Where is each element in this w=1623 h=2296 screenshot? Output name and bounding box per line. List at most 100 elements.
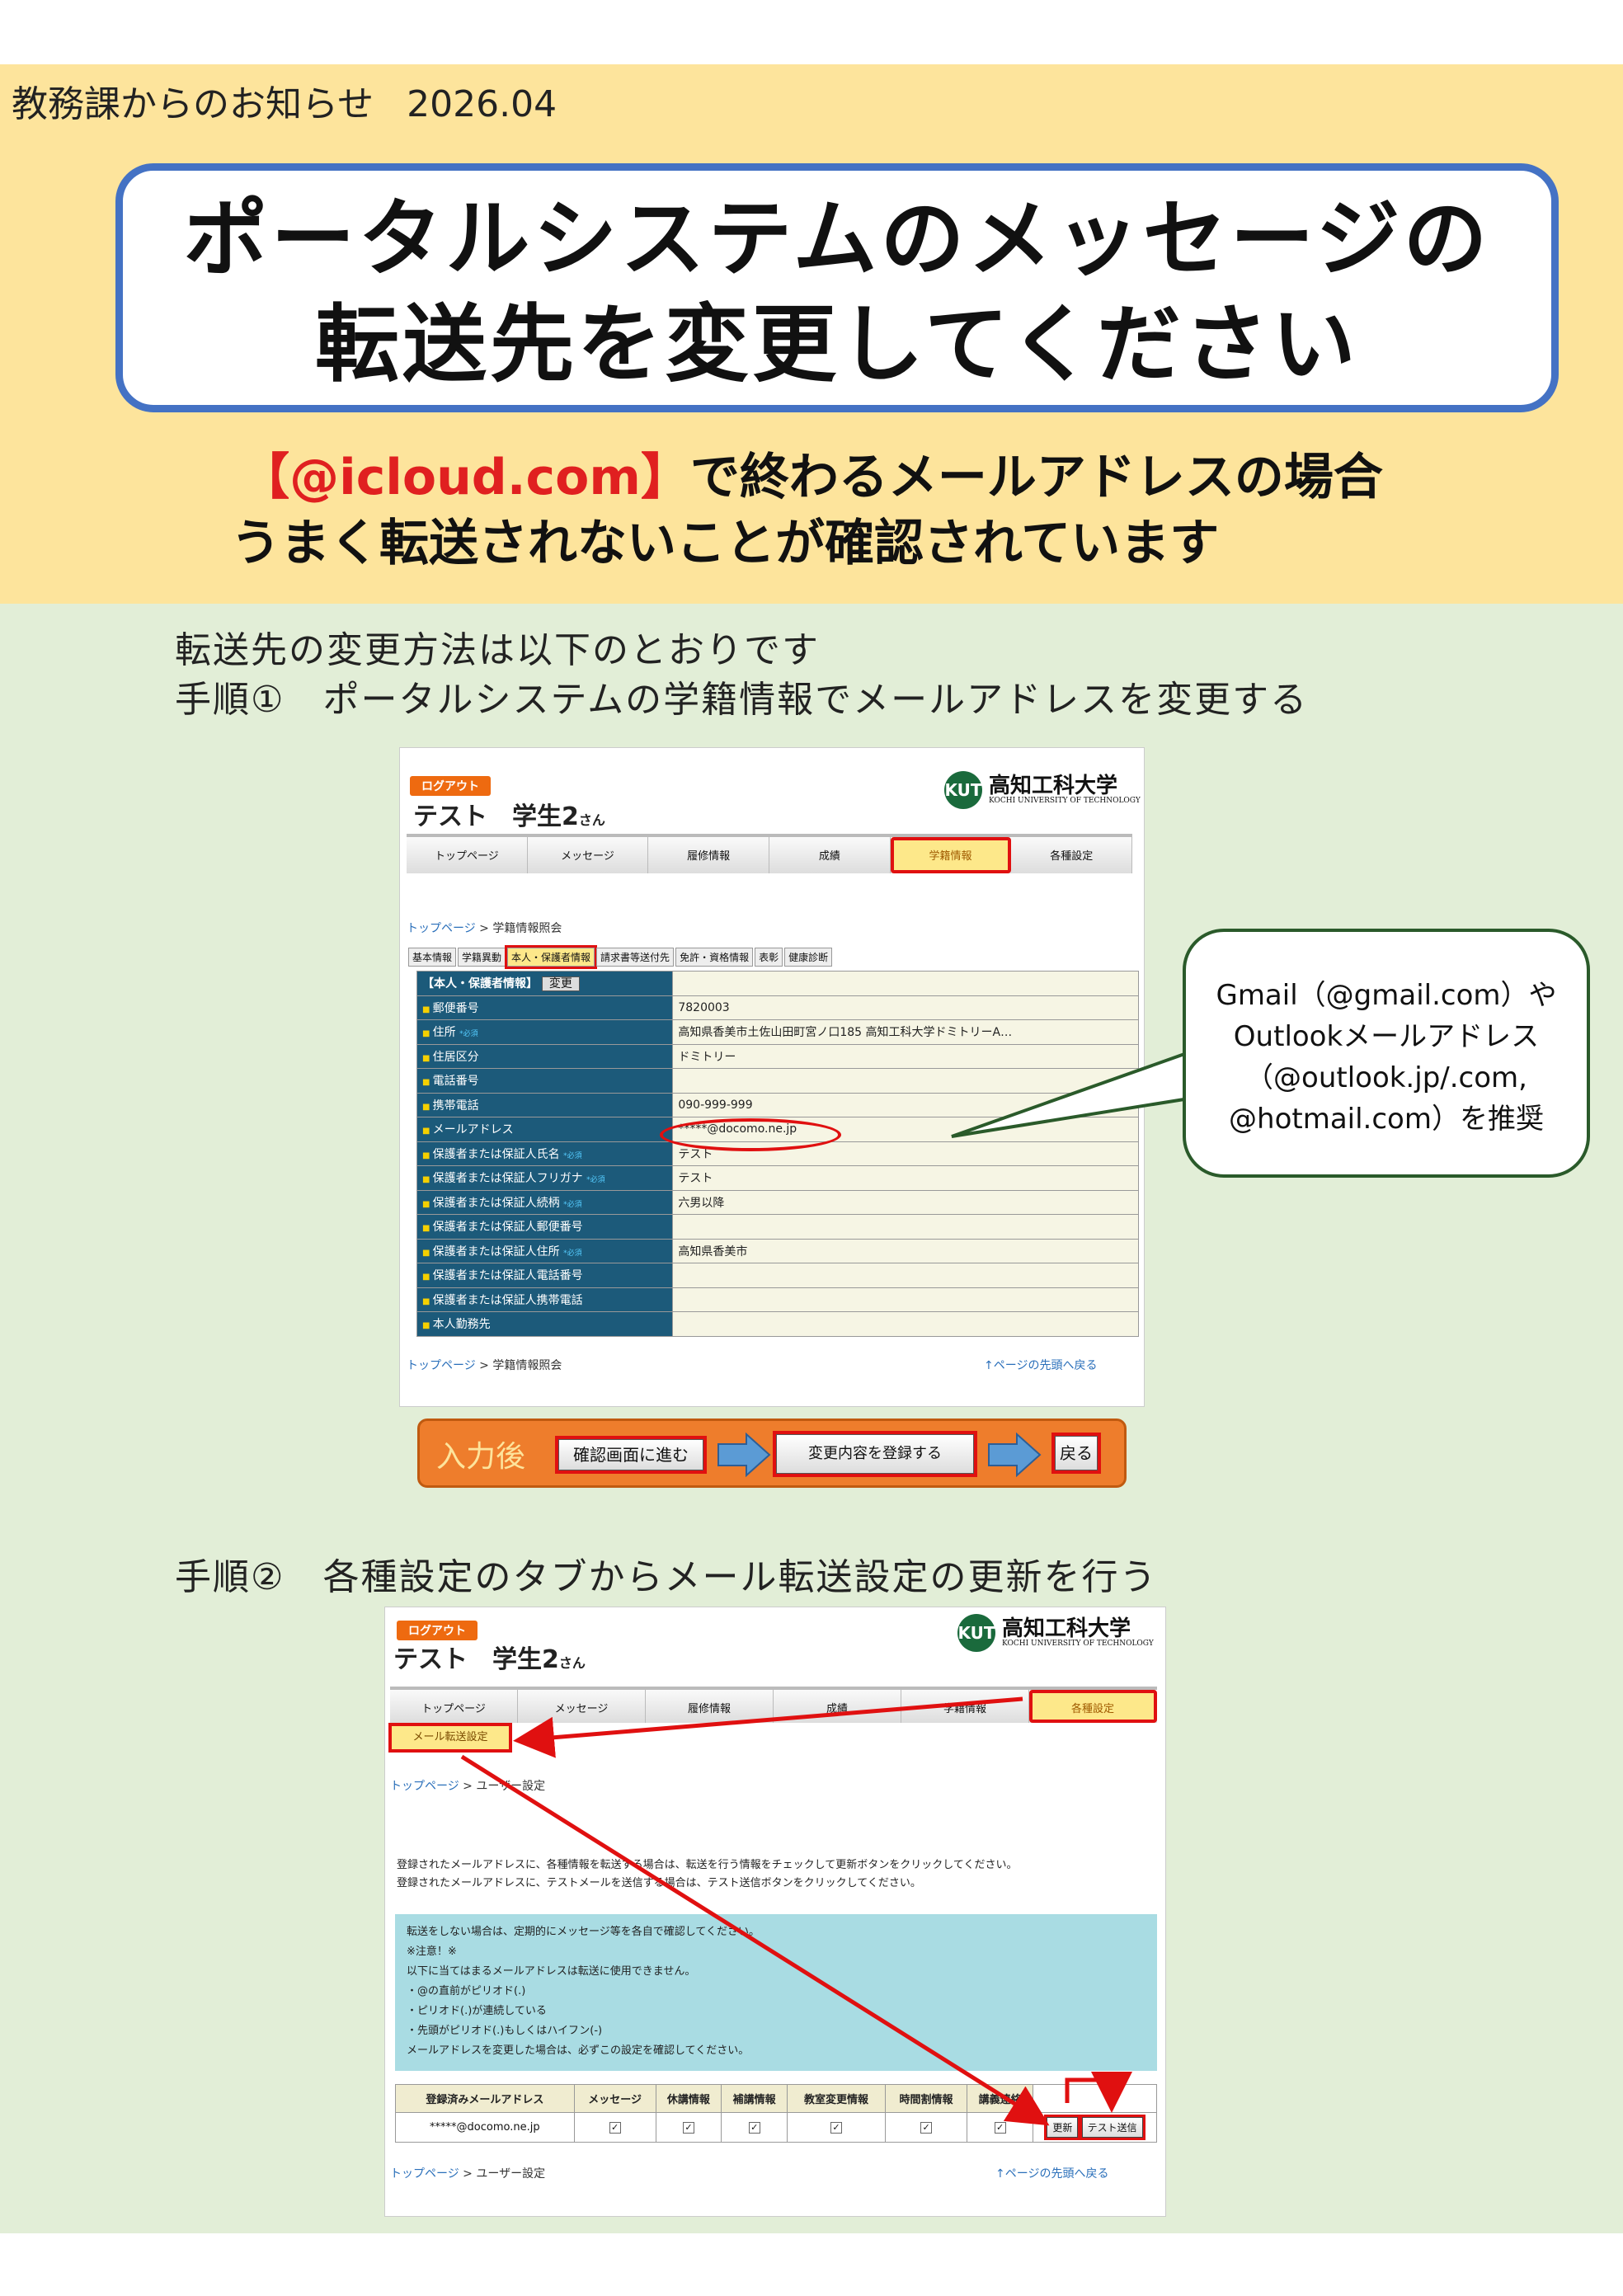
checkbox-room-change[interactable]: ✓ xyxy=(830,2122,842,2134)
input-flow-bar: 入力後 確認画面に進む 変更内容を登録する 戻る xyxy=(417,1419,1127,1488)
user-name: テスト 学生2さん xyxy=(413,802,605,831)
breadcrumb-2-bottom: トップページ > ユーザー設定 xyxy=(390,2167,546,2181)
nav-message[interactable]: メッセージ xyxy=(528,837,649,873)
nav-grades[interactable]: 成績 xyxy=(769,837,891,873)
main-nav-2: トップページ メッセージ 履修情報 成績 学籍情報 各種設定 xyxy=(390,1687,1157,1723)
subtab-licenses[interactable]: 免許・資格情報 xyxy=(675,948,754,967)
logout-button[interactable]: ログアウト xyxy=(410,776,491,796)
callout-line-3: （@outlook.jp/.com, xyxy=(1245,1061,1527,1094)
icloud-label: 【@icloud.com】 xyxy=(240,449,690,506)
nav2-grades[interactable]: 成績 xyxy=(774,1690,901,1723)
notice-line-1: 【@icloud.com】で終わるメールアドレスの場合 xyxy=(0,437,1623,509)
mail-forward-tab[interactable]: メール転送設定 xyxy=(388,1723,512,1753)
nav-settings[interactable]: 各種設定 xyxy=(1011,837,1133,873)
subtab-billing[interactable]: 請求書等送付先 xyxy=(596,948,675,967)
test-send-button[interactable]: テスト送信 xyxy=(1079,2115,1146,2140)
row-guardian-postal: 保護者または保証人郵便番号 xyxy=(416,1214,1139,1240)
nav2-settings[interactable]: 各種設定 xyxy=(1029,1690,1157,1723)
subtab-enrollment[interactable]: 学籍異動 xyxy=(458,948,506,967)
row-workplace: 本人勤務先 xyxy=(416,1311,1139,1337)
logo-title: 高知工科大学 xyxy=(989,774,1118,798)
notice-header: 教務課からのお知らせ 2026.04 xyxy=(12,74,557,127)
subtab-basic[interactable]: 基本情報 xyxy=(408,948,457,967)
title-line-2: 転送先を変更してください xyxy=(315,296,1359,394)
checkbox-cancellation[interactable]: ✓ xyxy=(682,2122,694,2134)
arrow-right-icon xyxy=(717,1433,771,1477)
breadcrumb-2-bottom-link[interactable]: トップページ xyxy=(390,2167,459,2181)
change-button[interactable]: 変更 xyxy=(541,976,580,992)
register-changes-button[interactable]: 変更内容を登録する xyxy=(773,1431,977,1477)
step1-heading: 手順① ポータルシステムの学籍情報でメールアドレスを変更する xyxy=(175,679,1309,721)
nav2-courses[interactable]: 履修情報 xyxy=(646,1690,774,1723)
breadcrumb-2: トップページ > ユーザー設定 xyxy=(390,1780,546,1793)
callout-pointer xyxy=(951,1050,1191,1138)
nav-courses[interactable]: 履修情報 xyxy=(648,837,770,873)
callout-line-1: Gmail（@gmail.com）や xyxy=(1216,979,1557,1012)
update-button[interactable]: 更新 xyxy=(1044,2115,1081,2140)
checkbox-lecture-contact[interactable]: ✓ xyxy=(994,2122,1006,2134)
kut-logo-icon-2: KUT xyxy=(957,1614,995,1652)
back-to-top-link[interactable]: ↑ページの先頭へ戻る xyxy=(984,1359,1098,1372)
breadcrumb-2-link[interactable]: トップページ xyxy=(390,1780,459,1793)
checkbox-timetable[interactable]: ✓ xyxy=(920,2122,933,2134)
checkbox-makeup[interactable]: ✓ xyxy=(748,2122,760,2134)
callout-line-2: Outlookメールアドレス xyxy=(1233,1020,1540,1053)
table-header-row: 登録済みメールアドレスメッセージ休講情報補講情報教室変更情報時間割情報講義連絡 xyxy=(395,2084,1157,2113)
subtab-personal-guardian[interactable]: 本人・保護者情報 xyxy=(505,945,598,969)
description-line-2: 登録されたメールアドレスに、テストメールを送信する場合は、テスト送信ボタンをクリ… xyxy=(397,1877,921,1889)
email-highlight-oval xyxy=(660,1118,841,1151)
section-title-row: 【本人・保護者情報】 変更 xyxy=(416,971,1139,996)
user-name-2: テスト 学生2さん xyxy=(393,1645,586,1674)
title-line-1: ポータルシステムのメッセージの xyxy=(183,191,1491,289)
row-guardian-phone: 保護者または保証人電話番号 xyxy=(416,1263,1139,1288)
subtab-health[interactable]: 健康診断 xyxy=(784,948,833,967)
nav-student-info[interactable]: 学籍情報 xyxy=(890,837,1012,873)
arrow-right-icon-2 xyxy=(988,1433,1042,1477)
nav-top[interactable]: トップページ xyxy=(407,837,528,873)
header-label: 教務課からのお知らせ xyxy=(12,83,374,125)
nav2-message[interactable]: メッセージ xyxy=(518,1690,646,1723)
breadcrumb-bottom: トップページ > 学籍情報照会 xyxy=(407,1359,562,1372)
breadcrumb-bottom-link[interactable]: トップページ xyxy=(407,1359,476,1372)
header-date: 2026.04 xyxy=(407,83,557,125)
intro-text: 転送先の変更方法は以下のとおりです xyxy=(175,629,820,671)
breadcrumb-current: 学籍情報照会 xyxy=(492,922,562,935)
table-row: *****@docomo.ne.jp ✓ ✓ ✓ ✓ ✓ ✓ 更新 テスト送信 xyxy=(395,2112,1157,2143)
row-guardian-mobile: 保護者または保証人携帯電話 xyxy=(416,1287,1139,1312)
nav2-top[interactable]: トップページ xyxy=(390,1690,518,1723)
mail-forward-table: 登録済みメールアドレスメッセージ休講情報補講情報教室変更情報時間割情報講義連絡 … xyxy=(395,2084,1157,2143)
registered-email: *****@docomo.ne.jp xyxy=(395,2112,575,2143)
recommendation-callout: Gmail（@gmail.com）や Outlookメールアドレス （@outl… xyxy=(1183,929,1590,1178)
confirm-screen-button[interactable]: 確認画面に進む xyxy=(555,1436,707,1474)
checkbox-message[interactable]: ✓ xyxy=(609,2122,621,2134)
info-subtabs: 基本情報 学籍異動 本人・保護者情報 請求書等送付先 免許・資格情報 表彰 健康… xyxy=(408,945,833,969)
logout-button-2[interactable]: ログアウト xyxy=(397,1621,477,1640)
step2-heading: 手順② 各種設定のタブからメール転送設定の更新を行う xyxy=(175,1556,1158,1598)
main-nav: トップページ メッセージ 履修情報 成績 学籍情報 各種設定 xyxy=(407,834,1133,873)
back-button[interactable]: 戻る xyxy=(1051,1433,1101,1474)
logo-subtitle: KOCHI UNIVERSITY OF TECHNOLOGY xyxy=(989,797,1141,805)
callout-line-4: @hotmail.com）を推奨 xyxy=(1229,1103,1544,1136)
nav2-student-info[interactable]: 学籍情報 xyxy=(901,1690,1029,1723)
input-after-label: 入力後 xyxy=(436,1440,526,1474)
subtab-awards[interactable]: 表彰 xyxy=(755,948,783,967)
caution-box: 転送をしない場合は、定期的にメッセージ等を各自で確認してください。 ※注意！※ … xyxy=(395,1914,1157,2071)
title-box: ポータルシステムのメッセージの 転送先を変更してください xyxy=(115,163,1559,412)
notice-line-1-rest: で終わるメールアドレスの場合 xyxy=(689,449,1383,506)
notice-line-2: うまく転送されないことが確認されています xyxy=(231,515,1220,572)
back-to-top-link-2[interactable]: ↑ページの先頭へ戻る xyxy=(995,2167,1109,2181)
breadcrumb: トップページ > 学籍情報照会 xyxy=(407,922,562,935)
kut-logo-icon: KUT xyxy=(944,771,982,809)
description-line-1: 登録されたメールアドレスに、各種情報を転送する場合は、転送を行う情報をチェックし… xyxy=(397,1859,1018,1871)
breadcrumb-top-link[interactable]: トップページ xyxy=(407,922,476,935)
